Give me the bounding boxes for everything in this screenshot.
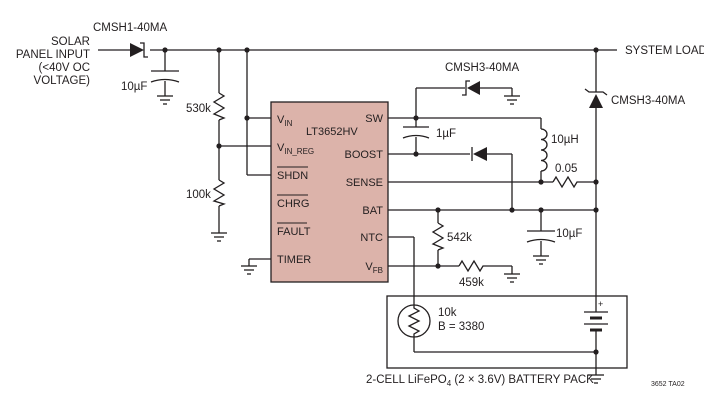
pin-timer: TIMER	[277, 254, 311, 266]
pin-ntc: NTC	[360, 232, 383, 244]
input-diode-symbol	[130, 42, 148, 58]
resistor-459k-symbol	[458, 259, 485, 273]
pin-shdn: SHDN	[277, 170, 308, 182]
chip-body	[270, 101, 389, 283]
ground-symbols	[157, 95, 604, 384]
junction-dots	[162, 47, 599, 355]
sense-resistor-symbol	[552, 175, 579, 189]
pin-bat: BAT	[362, 205, 383, 217]
load-diode-label: CMSH3-40MA	[611, 95, 685, 107]
thermistor-symbol	[397, 304, 431, 338]
boost-capacitor-symbol	[402, 126, 430, 139]
thermistor-beta-label: B = 3380	[438, 321, 484, 333]
input-source-label-1: SOLAR	[51, 36, 90, 48]
pin-sw: SW	[365, 113, 383, 125]
inductor-symbol	[540, 128, 548, 172]
r-top-label: 530k	[186, 103, 211, 115]
input-capacitor-symbol	[150, 70, 180, 83]
chip-name: LT3652HV	[306, 126, 358, 138]
pin-chrg: CHRG	[277, 198, 309, 210]
active-low-overbars	[277, 166, 308, 224]
figure-code-label: 3652 TA02	[651, 381, 685, 388]
pin-sense: SENSE	[346, 177, 383, 189]
resistor-542k-symbol	[431, 222, 445, 251]
wires	[98, 49, 617, 375]
battery-pack-box	[386, 295, 628, 369]
input-diode-label: CMSH1-40MA	[93, 22, 167, 34]
pin-boost: BOOST	[344, 149, 383, 161]
sense-res-label: 0.05	[555, 163, 577, 175]
r-fb-bottom-label: 459k	[459, 277, 484, 289]
r-bottom-label: 100k	[186, 189, 211, 201]
system-load-label: SYSTEM LOAD	[625, 45, 704, 57]
bat-capacitor-symbol	[526, 230, 556, 243]
inductor-label: 10µH	[551, 134, 579, 146]
sw-diode-label: CMSH3-40MA	[445, 62, 519, 74]
battery-pack-label: 2-CELL LiFePO4 (2 × 3.6V) BATTERY PACK	[366, 374, 594, 388]
pin-fault: FAULT	[277, 226, 311, 238]
boost-cap-label: 1µF	[436, 128, 456, 140]
resistor-100k-symbol	[212, 179, 226, 207]
input-source-label-4: VOLTAGE)	[34, 75, 91, 87]
battery-cells-symbol	[584, 311, 608, 334]
resistor-530k-symbol	[212, 92, 226, 121]
sw-diode-symbol	[462, 80, 480, 96]
bat-cap-label: 10µF	[556, 228, 582, 240]
battery-plus-label: +	[598, 299, 603, 309]
input-source-label-2: PANEL INPUT	[16, 49, 90, 61]
r-fb-top-label: 542k	[447, 232, 472, 244]
boost-diode-symbol	[471, 147, 487, 161]
input-cap-label: 10µF	[121, 81, 147, 93]
load-diode-symbol	[584, 88, 608, 108]
thermistor-value-label: 10k	[438, 307, 457, 319]
input-source-label-3: (<40V OC	[39, 62, 90, 74]
